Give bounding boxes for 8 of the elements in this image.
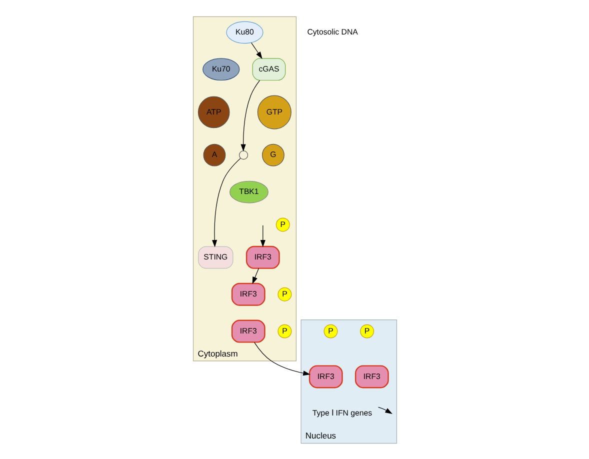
arrow (260, 224, 265, 247)
arrow (378, 406, 392, 414)
arrow (254, 342, 310, 376)
node-circle (238, 150, 248, 160)
arrow (240, 80, 260, 151)
arrow (212, 158, 240, 247)
arrow (252, 268, 258, 284)
arrow (250, 42, 262, 58)
